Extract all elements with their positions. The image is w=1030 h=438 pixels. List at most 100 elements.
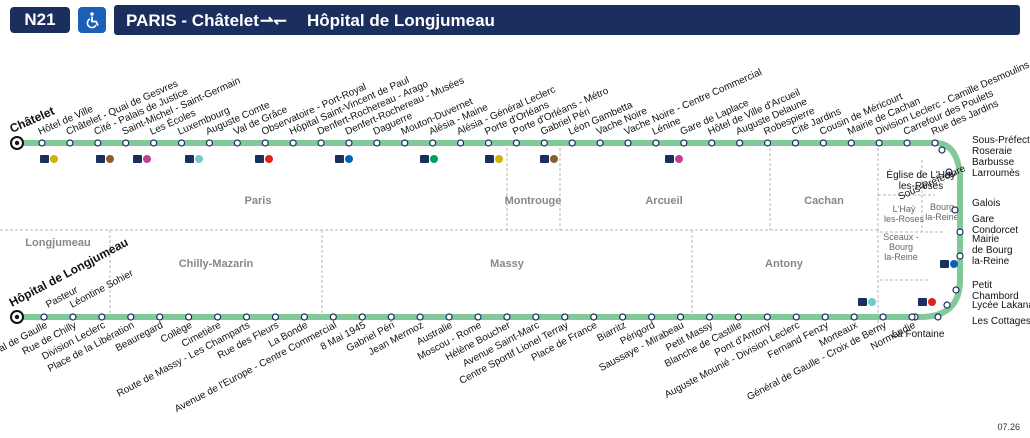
transit-icon — [918, 298, 927, 306]
stop-marker — [456, 139, 465, 147]
stop-marker — [931, 139, 939, 147]
stop-marker — [271, 313, 280, 321]
stop-marker — [647, 313, 656, 321]
route-line — [17, 140, 963, 320]
stop-marker — [708, 139, 716, 147]
stop-marker — [624, 139, 632, 147]
stop-marker — [66, 139, 74, 147]
stop-marker — [938, 146, 946, 154]
document-code: 07.26 — [997, 422, 1020, 432]
transit-icon — [265, 155, 273, 163]
zone-label: Longjumeau — [25, 237, 90, 249]
stop-marker — [736, 139, 744, 147]
transit-icon — [50, 155, 58, 163]
stop-marker — [300, 313, 308, 321]
stop-marker — [127, 313, 135, 321]
transit-icon — [858, 298, 867, 306]
stop-marker — [791, 139, 800, 147]
stop-marker — [329, 313, 337, 321]
stop-label: Lycée Lakanal — [972, 300, 1030, 311]
stop-label: Galois — [972, 198, 1000, 209]
stop-marker — [945, 168, 953, 176]
stop-marker — [289, 139, 297, 147]
transit-icon — [550, 155, 558, 163]
stop-marker — [387, 313, 395, 321]
transit-icon — [928, 298, 936, 306]
stop-marker — [908, 313, 916, 321]
stop-marker — [416, 313, 424, 321]
stop-marker — [596, 139, 604, 147]
stop-marker — [652, 139, 660, 147]
zone-label: Antony — [765, 258, 804, 270]
stop-marker — [214, 313, 222, 321]
stop-marker — [676, 313, 685, 321]
stop-marker — [474, 313, 482, 321]
stop-marker — [401, 139, 409, 147]
stop-marker — [205, 139, 214, 147]
zone-label: Chilly-Mazarin — [179, 258, 254, 270]
stop-marker — [150, 139, 158, 147]
zone-label: Paris — [245, 195, 272, 207]
zone-label: Montrouge — [505, 195, 562, 207]
stop-marker — [903, 139, 911, 147]
stop-marker — [934, 313, 942, 321]
stop-marker — [561, 313, 569, 321]
origin-label: PARIS - Châtelet — [126, 11, 259, 30]
transit-icon — [335, 155, 344, 163]
stop-marker — [943, 301, 951, 309]
header: N21 PARIS - Châtelet ⇀↽ Hôpital de Longj… — [0, 0, 1030, 40]
stop-marker — [242, 313, 251, 321]
stop-marker — [38, 139, 46, 147]
transit-icon — [185, 155, 194, 163]
direction-arrows-icon: ⇀↽ — [260, 13, 287, 30]
stop-marker — [445, 313, 453, 321]
stop-marker — [358, 313, 366, 321]
stop-marker — [317, 139, 325, 147]
wheelchair-icon — [78, 7, 106, 33]
route-title-bar: PARIS - Châtelet ⇀↽ Hôpital de Longjumea… — [114, 5, 1020, 35]
stop-marker — [373, 139, 381, 147]
stop-marker — [875, 139, 883, 147]
zone-label: Cachan — [804, 195, 844, 207]
stop-marker — [261, 139, 269, 147]
stop-marker — [429, 139, 437, 147]
stop-marker — [98, 313, 106, 321]
transit-icon — [868, 298, 876, 306]
stop-marker — [177, 139, 186, 147]
destination-label: Hôpital de Longjumeau — [307, 11, 495, 30]
terminus-marker — [14, 314, 20, 320]
stop-marker — [590, 313, 598, 321]
stop-marker — [484, 139, 493, 147]
stop-marker — [763, 313, 771, 321]
stop-marker — [40, 313, 48, 321]
stop-marker — [233, 139, 241, 147]
stop-marker — [705, 313, 714, 321]
stop-marker — [847, 139, 855, 147]
stop-marker — [763, 139, 772, 147]
transit-icon — [430, 155, 438, 163]
stop-marker — [821, 313, 829, 321]
stop-marker — [94, 139, 102, 147]
transit-icon — [96, 155, 105, 163]
transit-icon — [485, 155, 494, 163]
stop-marker — [680, 139, 688, 147]
transit-icon — [133, 155, 142, 163]
stop-label: Les Cottages — [972, 316, 1030, 327]
zone-label: Arcueil — [645, 195, 682, 207]
line-badge: N21 — [10, 7, 70, 33]
zone-label: Massy — [490, 258, 525, 270]
transit-icon — [40, 155, 49, 163]
stop-marker — [122, 139, 130, 147]
stop-marker — [532, 313, 540, 321]
transit-icon — [540, 155, 549, 163]
transit-icon — [665, 155, 674, 163]
stop-marker — [619, 313, 627, 321]
transit-icon — [940, 260, 949, 268]
